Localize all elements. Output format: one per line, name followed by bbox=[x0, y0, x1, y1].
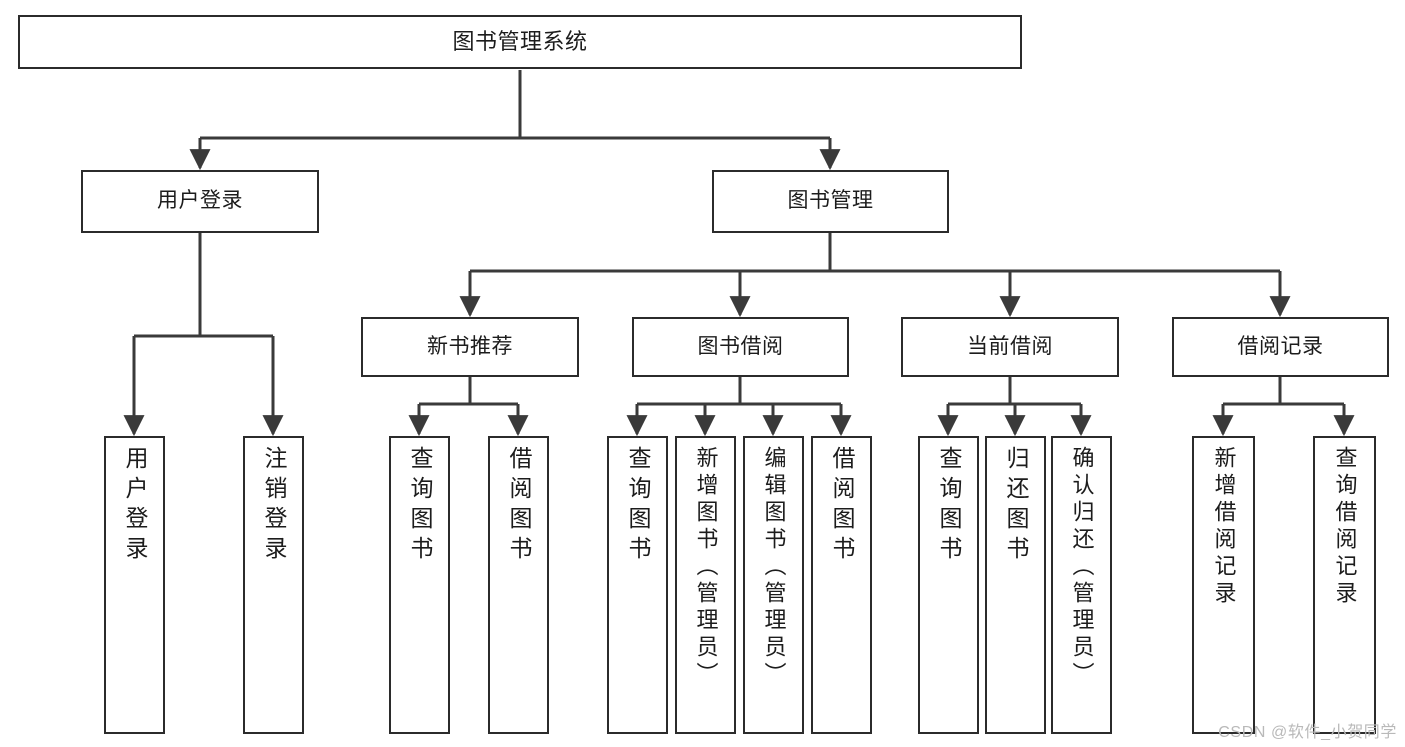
leaf-book-borrow-query-book[interactable]: 查询图书 bbox=[607, 436, 668, 734]
leaf-new-book-query-book[interactable]: 查询图书 bbox=[389, 436, 450, 734]
node-label: 查询借阅记录 bbox=[1332, 446, 1358, 608]
leaf-user-login-login[interactable]: 用户登录 bbox=[104, 436, 165, 734]
leaf-current-borrow-return-book[interactable]: 归还图书 bbox=[985, 436, 1046, 734]
node-label: 借阅图书 bbox=[506, 446, 532, 566]
node-label: 用户登录 bbox=[157, 189, 243, 213]
node-label: 图书管理系统 bbox=[452, 29, 588, 55]
node-label: 查询图书 bbox=[407, 446, 433, 566]
leaf-user-login-logout[interactable]: 注销登录 bbox=[243, 436, 304, 734]
leaf-current-borrow-confirm-return-admin[interactable]: 确认归还（管理员） bbox=[1051, 436, 1112, 734]
node-label: 查询图书 bbox=[936, 446, 962, 566]
node-new-book-recommend[interactable]: 新书推荐 bbox=[361, 317, 579, 377]
node-label: 新书推荐 bbox=[427, 334, 513, 358]
node-label: 归还图书 bbox=[1003, 446, 1029, 566]
node-label: 图书管理 bbox=[787, 189, 874, 213]
leaf-current-borrow-query-book[interactable]: 查询图书 bbox=[918, 436, 979, 734]
csdn-watermark: CSDN @软件_小贺同学 bbox=[1218, 724, 1397, 741]
node-label: 注销登录 bbox=[261, 446, 287, 566]
node-label: 当前借阅 bbox=[967, 334, 1053, 358]
node-user-login[interactable]: 用户登录 bbox=[81, 170, 319, 233]
node-book-management[interactable]: 图书管理 bbox=[712, 170, 949, 233]
node-label: 用户登录 bbox=[122, 446, 148, 566]
node-label: 查询图书 bbox=[625, 446, 651, 566]
node-label: 借阅图书 bbox=[829, 446, 855, 566]
node-label: 新增图书（管理员） bbox=[693, 446, 719, 689]
leaf-new-book-borrow-book[interactable]: 借阅图书 bbox=[488, 436, 549, 734]
node-book-borrow[interactable]: 图书借阅 bbox=[632, 317, 849, 377]
node-current-borrow[interactable]: 当前借阅 bbox=[901, 317, 1119, 377]
node-root-book-management-system[interactable]: 图书管理系统 bbox=[18, 15, 1022, 69]
leaf-borrow-record-add-record[interactable]: 新增借阅记录 bbox=[1192, 436, 1255, 734]
node-label: 编辑图书（管理员） bbox=[761, 446, 787, 689]
leaf-book-borrow-add-book-admin[interactable]: 新增图书（管理员） bbox=[675, 436, 736, 734]
node-borrow-record[interactable]: 借阅记录 bbox=[1172, 317, 1389, 377]
leaf-book-borrow-borrow-book[interactable]: 借阅图书 bbox=[811, 436, 872, 734]
node-label: 新增借阅记录 bbox=[1211, 446, 1237, 608]
node-label: 图书借阅 bbox=[697, 334, 784, 358]
leaf-borrow-record-query-record[interactable]: 查询借阅记录 bbox=[1313, 436, 1376, 734]
node-label: 借阅记录 bbox=[1237, 334, 1324, 358]
node-label: 确认归还（管理员） bbox=[1069, 446, 1095, 689]
leaf-book-borrow-edit-book-admin[interactable]: 编辑图书（管理员） bbox=[743, 436, 804, 734]
